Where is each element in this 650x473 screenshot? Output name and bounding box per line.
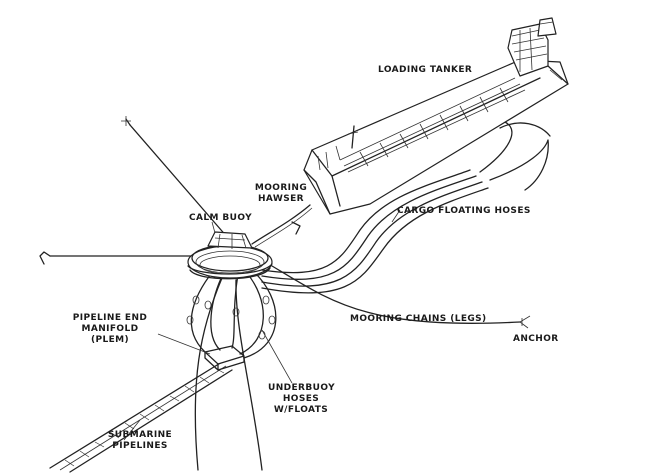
submarine-line-2: PIPELINES: [112, 441, 168, 451]
plem-line-3: (PLEM): [90, 335, 130, 345]
underbuoy-line-2: HOSES: [282, 394, 320, 404]
mooring-hawser-line-2: HAWSER: [258, 194, 304, 204]
mooring-hawser-line-1: MOORING: [254, 183, 308, 193]
mooring-chains-label: MOORING CHAINS (LEGS): [350, 314, 487, 324]
label-leaders: [123, 209, 401, 441]
anchor-label: ANCHOR: [513, 334, 559, 344]
underbuoy-line-3: W/FLOATS: [273, 405, 329, 415]
underbuoy-line-1: UNDERBUOY: [268, 383, 336, 393]
plem-line-1: PIPELINE END: [72, 313, 148, 323]
loading-tanker-label: LOADING TANKER: [378, 65, 473, 75]
underbuoy-hoses-label: UNDERBUOY HOSES W/FLOATS: [268, 383, 336, 416]
submarine-pipelines: [49, 361, 233, 473]
mooring-chains: [39, 116, 531, 471]
underbuoy-hoses: [186, 269, 277, 359]
cargo-floating-hoses: [261, 121, 551, 294]
mooring-hawser: [251, 204, 313, 248]
calm-buoy: [187, 231, 273, 280]
calm-buoy-label: CALM BUOY: [189, 213, 253, 223]
submarine-line-1: SUBMARINE: [107, 430, 173, 440]
mooring-hawser-label: MOORING HAWSER: [252, 183, 310, 205]
submarine-pipelines-label: SUBMARINE PIPELINES: [100, 430, 180, 452]
loading-tanker: [303, 17, 569, 215]
cargo-floating-hoses-label: CARGO FLOATING HOSES: [397, 206, 531, 216]
plem-label: PIPELINE END MANIFOLD (PLEM): [60, 313, 160, 346]
plem-manifold: [204, 345, 245, 371]
plem-line-2: MANIFOLD: [81, 324, 139, 334]
